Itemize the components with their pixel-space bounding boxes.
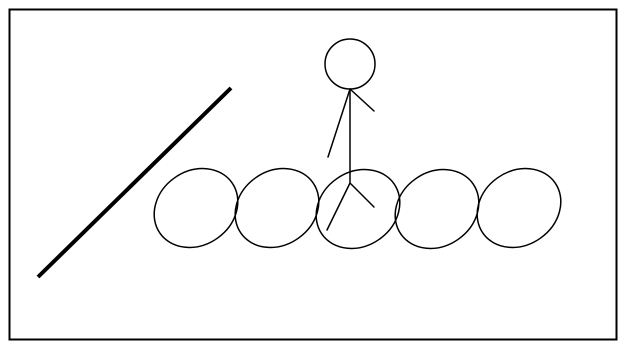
frame-border	[10, 10, 617, 340]
ellipse-row	[139, 152, 577, 264]
stick-figure-right-arm	[350, 89, 374, 111]
diagonal-line	[38, 88, 231, 277]
stick-figure	[325, 39, 375, 230]
stick-figure-right-leg	[350, 183, 374, 207]
stick-figure-head	[325, 39, 375, 89]
stick-figure-left-leg	[327, 183, 350, 230]
stick-figure-left-arm	[328, 89, 350, 157]
